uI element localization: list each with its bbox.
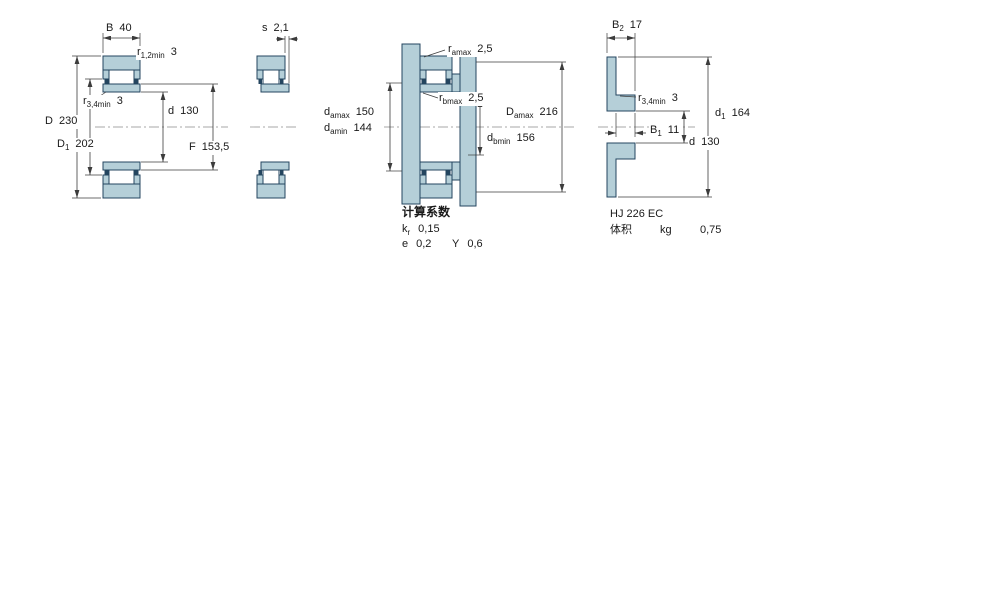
cage-mark — [134, 79, 139, 84]
outer-ring-flange — [278, 174, 286, 185]
angle-ring-designation: HJ 226 EC — [610, 208, 664, 220]
bearing-rings — [419, 55, 461, 199]
outer-ring-top — [256, 55, 286, 71]
outer-ring-flange — [419, 174, 427, 185]
angle-ring-lip-top — [451, 73, 461, 93]
abutment-right — [459, 47, 477, 207]
cage-mark — [134, 170, 139, 175]
inner-ring-top — [260, 83, 290, 93]
figure-angle-ring — [598, 33, 712, 198]
angle-ring-lip-bottom — [451, 161, 461, 181]
cage-mark — [104, 79, 109, 84]
cage-mark — [258, 79, 262, 84]
outer-ring-bottom — [419, 183, 453, 199]
inner-ring-top — [419, 83, 453, 93]
inner-ring-bottom — [102, 161, 141, 171]
roller-bottom — [262, 169, 280, 185]
outer-ring-flange — [278, 69, 286, 80]
outer-ring-flange — [419, 69, 427, 80]
inner-ring-bottom — [419, 161, 453, 171]
angle-ring-top-half — [606, 56, 636, 112]
outer-ring-flange — [102, 174, 110, 185]
outer-ring-top — [102, 55, 141, 71]
mass-value: 0,75 — [700, 224, 722, 236]
outer-ring-flange — [256, 174, 264, 185]
cage-mark — [421, 79, 426, 84]
shaft-housing-shoulder-left — [401, 43, 421, 205]
roller-top — [108, 69, 135, 85]
calc-factors-title: 计算系数 — [402, 205, 451, 219]
outer-ring-flange — [445, 69, 453, 80]
roller-top — [262, 69, 280, 85]
cage-mark — [280, 170, 284, 175]
cage-mark — [421, 170, 426, 175]
cage-mark — [104, 170, 109, 175]
cage-mark — [280, 79, 284, 84]
cage-mark — [446, 79, 451, 84]
roller-bottom — [108, 169, 135, 185]
figure-bearing-cross-section — [72, 33, 228, 199]
outer-ring-flange — [133, 174, 141, 185]
inner-ring-top — [102, 83, 141, 93]
cage-mark — [446, 170, 451, 175]
dimension-lines — [605, 33, 712, 198]
bearing-rings — [102, 55, 141, 199]
outer-ring-flange — [133, 69, 141, 80]
mass-unit: kg — [660, 224, 672, 236]
bearing-rings — [256, 55, 290, 199]
outer-ring-bottom — [256, 183, 286, 199]
cage-mark — [258, 170, 262, 175]
mass-label: 体积 — [610, 224, 632, 236]
outer-ring-bottom — [102, 183, 141, 199]
figure-mounting-dimensions — [384, 43, 575, 207]
outer-ring-top — [419, 55, 453, 71]
figure-bearing-displaced-section — [250, 35, 298, 199]
angle-ring-bottom-half — [606, 142, 636, 198]
outer-ring-flange — [445, 174, 453, 185]
outer-ring-flange — [256, 69, 264, 80]
roller-bottom — [425, 169, 447, 185]
roller-top — [425, 69, 447, 85]
dimension-lines — [276, 35, 298, 83]
inner-ring-bottom — [260, 161, 290, 171]
outer-ring-flange — [102, 69, 110, 80]
